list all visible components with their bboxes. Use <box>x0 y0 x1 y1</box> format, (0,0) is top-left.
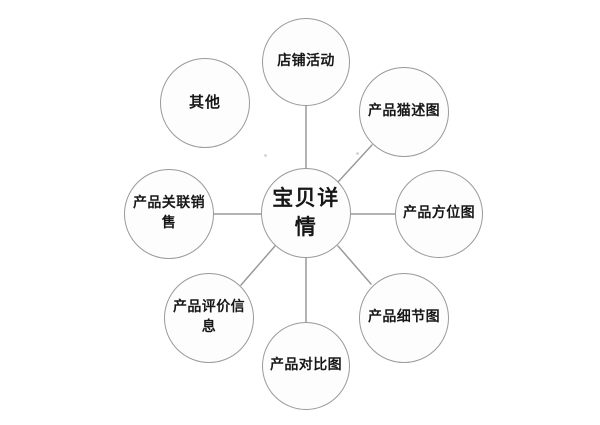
speck-left <box>263 153 267 157</box>
center-node-baobei-xiangqing[interactable]: 宝贝详情 <box>261 168 351 258</box>
edge-miaoshu-tu <box>337 144 373 183</box>
node-label: 宝贝详情 <box>272 186 340 239</box>
node-label: 产品细节图 <box>368 309 440 326</box>
node-label: 其他 <box>188 93 221 112</box>
node-dianpu-huodong[interactable]: 店铺活动 <box>262 18 350 106</box>
speck-right <box>355 151 359 155</box>
node-label: 产品对比图 <box>270 357 342 374</box>
edge-xijie-tu <box>337 245 372 285</box>
node-label: 产品猫述图 <box>368 103 440 120</box>
node-chanpin-fangwei-tu[interactable]: 产品方位图 <box>395 170 483 258</box>
node-chanpin-duibi-tu[interactable]: 产品对比图 <box>262 322 350 410</box>
node-label: 产品方位图 <box>403 205 475 222</box>
node-chanpin-xijie-tu[interactable]: 产品细节图 <box>359 273 449 363</box>
node-label: 店铺活动 <box>277 53 335 70</box>
node-qita[interactable]: 其他 <box>160 58 250 148</box>
edge-pingjia-xinxi <box>240 245 276 286</box>
node-label: 产品关联销售 <box>133 195 205 231</box>
node-chanpin-pingjia-xinxi[interactable]: 产品评价信息 <box>164 273 254 363</box>
node-chanpin-miaoshu-tu[interactable]: 产品猫述图 <box>359 67 449 157</box>
node-label: 产品评价信息 <box>173 299 245 335</box>
node-chanpin-guanlian-xiaoshou[interactable]: 产品关联销售 <box>124 169 214 259</box>
